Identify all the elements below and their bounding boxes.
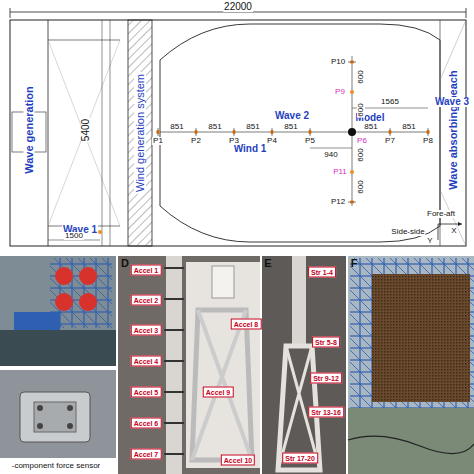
sensor-tag: Accel 9 xyxy=(203,387,234,398)
axis-label: X xyxy=(450,227,457,235)
dimension-tick xyxy=(348,202,356,203)
sensor-ring xyxy=(164,298,184,300)
sensor-tag: Str 9-12 xyxy=(310,373,342,384)
sensor-tag: Accel 1 xyxy=(131,265,162,276)
dimension: 600 xyxy=(357,69,365,84)
axis-label: Fore-aft xyxy=(426,210,456,218)
dimension-tick xyxy=(348,62,356,63)
dimension: 600 xyxy=(357,102,365,117)
area-name: Wave generation xyxy=(24,85,35,175)
dimension: 851 xyxy=(401,123,416,131)
probe-point: P2 xyxy=(190,137,202,145)
probe-point: P5 xyxy=(304,137,316,145)
sensor-tag: Str 1-4 xyxy=(308,267,336,278)
probe-name: Wave 2 xyxy=(274,111,310,121)
sensor-tag: Accel 8 xyxy=(231,319,262,330)
sensor-tag: Accel 6 xyxy=(131,418,162,429)
photo-caption: -component force sensor xyxy=(12,462,101,470)
probe-point: P1 xyxy=(152,137,164,145)
panel-letter: F xyxy=(351,258,358,269)
dimension: 600 xyxy=(357,179,365,194)
sensor-tag: Str 13-16 xyxy=(308,407,344,418)
dimension: 851 xyxy=(169,123,184,131)
sensor-tag: Str 5-8 xyxy=(312,337,340,348)
dimension-tick xyxy=(196,128,197,136)
dimension-tick xyxy=(310,128,311,136)
sensor-ring xyxy=(164,453,184,455)
probe-point: P10 xyxy=(330,58,346,66)
sensor-tag: Accel 3 xyxy=(131,325,162,336)
panel-letter: D xyxy=(121,258,129,269)
sensor-ring xyxy=(164,329,184,331)
dimension-tick xyxy=(158,128,159,136)
dimension: 851 xyxy=(283,123,298,131)
dimension: 5400 xyxy=(81,118,91,142)
probe-point: P6 xyxy=(356,137,368,145)
dimension: 600 xyxy=(357,147,365,162)
sensor-tag: Accel 10 xyxy=(221,455,255,466)
dimension-tick xyxy=(234,128,235,136)
area-name: Wave absorbing beach xyxy=(448,69,459,190)
dimension-tick xyxy=(390,128,391,136)
probe-point: P9 xyxy=(334,88,346,96)
box-title: Wind generation system xyxy=(134,72,146,194)
axis-label: Y xyxy=(426,237,433,245)
sensor-tag: Accel 7 xyxy=(131,449,162,460)
panel-letter: E xyxy=(264,258,271,269)
sensor-ring xyxy=(164,391,184,393)
dimension: 940 xyxy=(323,151,338,159)
sensor-tag: Str 17-20 xyxy=(282,453,318,464)
probe-point: P8 xyxy=(422,137,434,145)
dimension: 851 xyxy=(363,123,378,131)
probe-point: P4 xyxy=(266,137,278,145)
wind-generator-box: Wind generation system xyxy=(128,20,152,246)
sensor-tag: Accel 4 xyxy=(131,356,162,367)
probe-name: Wind 1 xyxy=(233,144,268,154)
dimension: 1565 xyxy=(380,98,400,106)
sensor-tag: Accel 5 xyxy=(131,387,162,398)
probe-point: P11 xyxy=(332,168,348,176)
dimension: 851 xyxy=(245,123,260,131)
dimension-tick xyxy=(272,128,273,136)
dimension: 1500 xyxy=(64,232,84,240)
probe-point: P3 xyxy=(228,137,240,145)
dimension: 22000 xyxy=(223,2,253,12)
probe-point: P7 xyxy=(384,137,396,145)
sensor-ring xyxy=(164,267,184,269)
sensor-ring xyxy=(164,360,184,362)
dimension: 851 xyxy=(207,123,222,131)
probe-name: Wave 3 xyxy=(434,97,470,107)
sensor-ring xyxy=(164,422,184,424)
axis-label: Side-side xyxy=(390,228,425,236)
dimension-tick xyxy=(428,128,429,136)
sensor-tag: Accel 2 xyxy=(131,295,162,306)
probe-point: P12 xyxy=(330,198,346,206)
